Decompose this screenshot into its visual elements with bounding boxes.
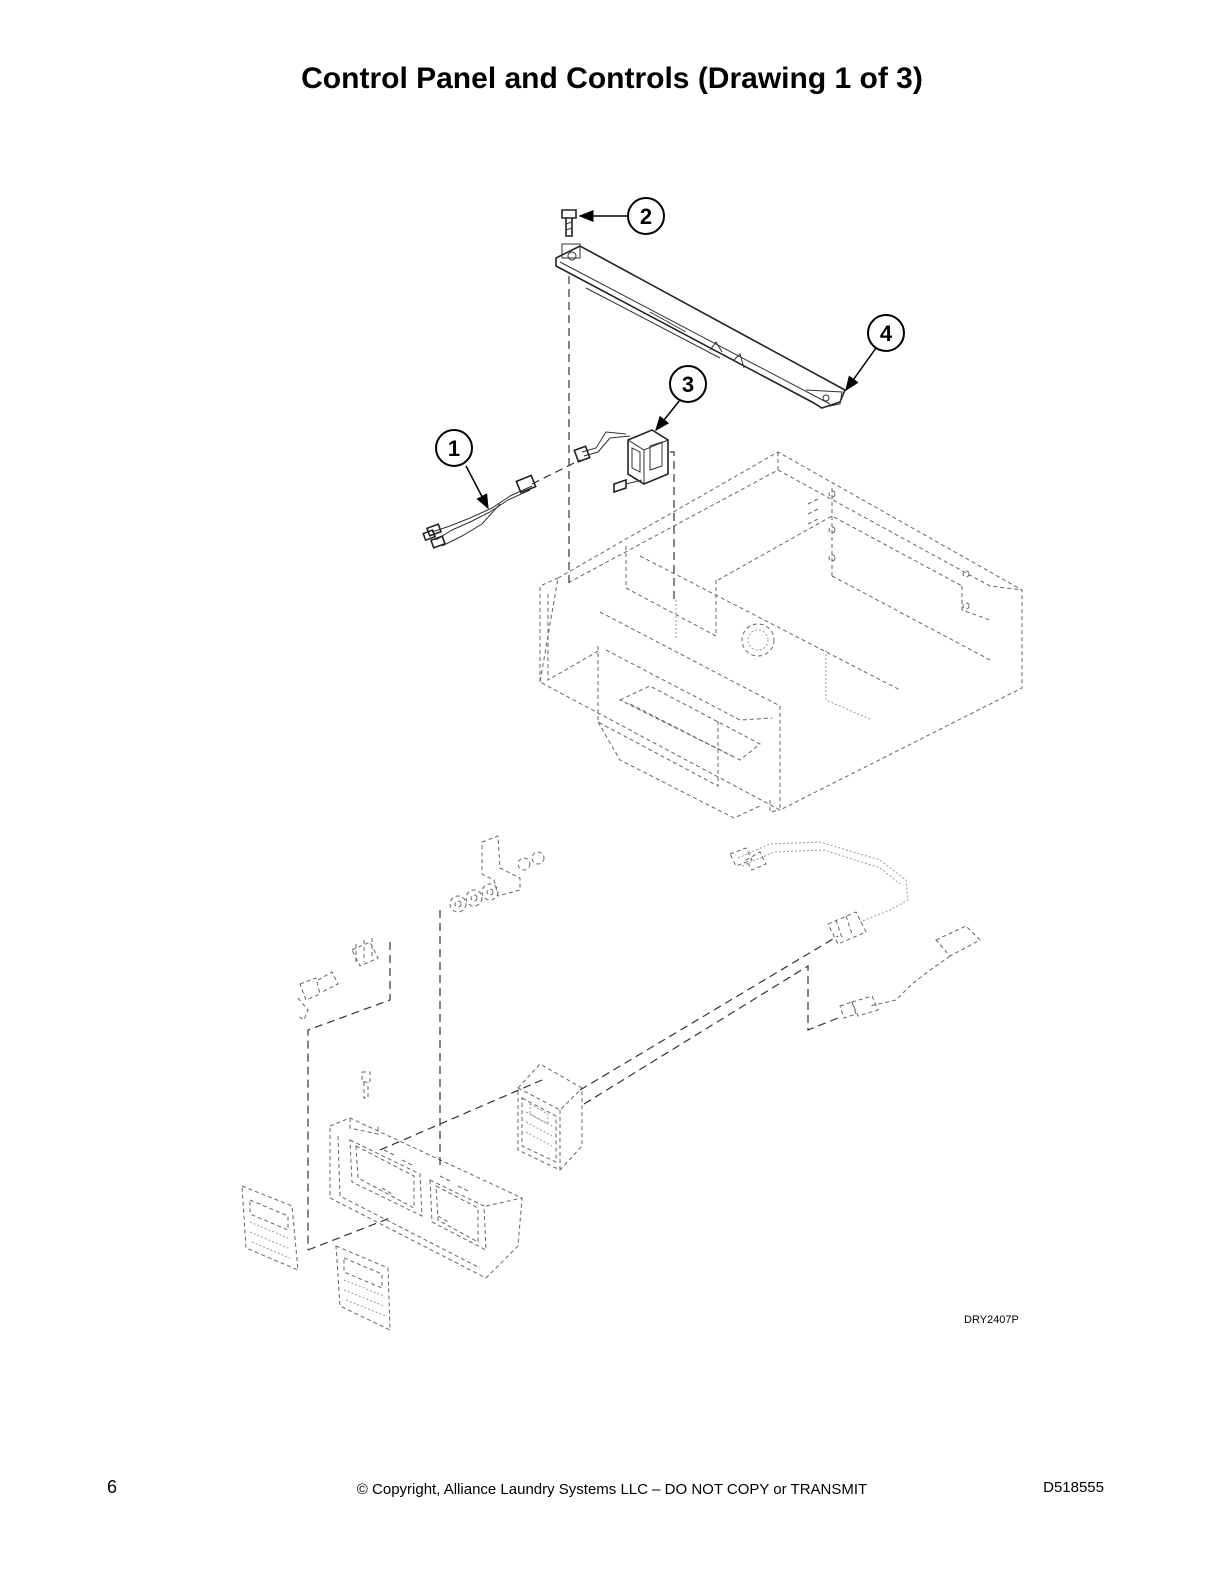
lower-harness [729, 841, 981, 1019]
control-module [517, 1063, 583, 1171]
page-title: Control Panel and Controls (Drawing 1 of… [301, 62, 923, 95]
callout-3: 3 [655, 365, 707, 432]
callout-4: 4 [845, 314, 905, 392]
drawing-code: DRY2407P [964, 1314, 1019, 1326]
panel-overlays [241, 1185, 391, 1331]
control-panel-frame [329, 1117, 523, 1279]
callout-1-number: 1 [448, 436, 460, 461]
page-number: 6 [107, 1477, 118, 1497]
callout-1: 1 [435, 429, 489, 510]
control-knobs [297, 835, 545, 1099]
transformer [573, 429, 669, 494]
console-cabinet [539, 451, 1023, 819]
callout-4-number: 4 [880, 321, 893, 346]
screw [561, 209, 577, 237]
callout-3-number: 3 [682, 372, 694, 397]
copyright-notice: © Copyright, Alliance Laundry Systems LL… [356, 1481, 868, 1498]
callout-2: 2 [578, 197, 665, 235]
wire-harness [422, 474, 537, 549]
bracket-bar [555, 243, 847, 409]
callout-2-number: 2 [640, 204, 652, 229]
document-number: D518555 [1043, 1479, 1104, 1496]
assembly-lines [307, 276, 839, 1251]
